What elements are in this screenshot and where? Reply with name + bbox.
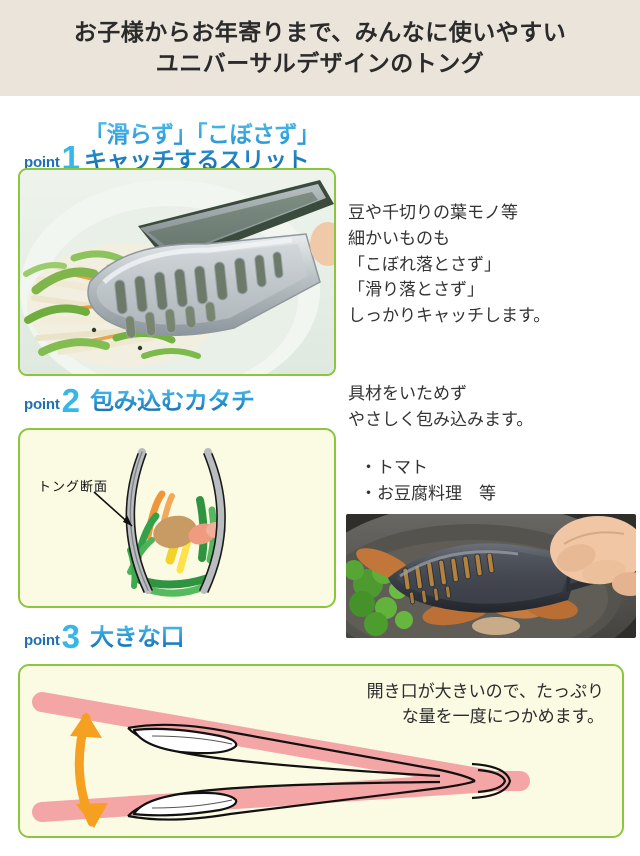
- point-2-cross-section-panel: トング断面: [18, 428, 336, 608]
- point-2-bullet-2: ・お豆腐料理 等: [360, 484, 496, 504]
- point-3-label: point: [24, 632, 60, 650]
- point-2-label: point: [24, 396, 60, 414]
- point-2-bullet-list: ・トマト ・お豆腐料理 等: [360, 455, 496, 508]
- point-1-label: point: [24, 153, 60, 171]
- point-2-photo: [346, 514, 636, 638]
- point-1-title: 「滑らず」「こぼさず」 キャッチするスリット: [84, 122, 320, 174]
- point-2-title: 包み込むカタチ: [84, 389, 255, 416]
- point-1-heading: point 1 「滑らず」「こぼさず」 キャッチするスリット: [24, 122, 320, 174]
- header-title-line-1: お子様からお年寄りまで、みんなに使いやすい: [73, 18, 567, 45]
- tong-cross-section-diagram: [93, 448, 226, 597]
- point-1-number: 1: [61, 139, 81, 177]
- point-2-desc-line-1: 具材をいためず: [348, 384, 467, 403]
- cross-section-label: トング断面: [38, 479, 109, 494]
- point-3-open-mouth-panel: 開き口が大きいので、たっぷり な量を一度につかめます。: [18, 664, 624, 838]
- point-1-desc-line-1: 豆や千切りの葉モノ等: [348, 203, 518, 222]
- point-1-description: 豆や千切りの葉モノ等 細かいものも 「こぼれ落とさず」 「滑り落とさず」 しっか…: [348, 200, 550, 329]
- header-banner: お子様からお年寄りまで、みんなに使いやすい ユニバーサルデザインのトング: [0, 0, 640, 96]
- open-mouth-diagram: [32, 692, 530, 828]
- point-3-heading: point 3 大きな口: [24, 618, 185, 655]
- point-1-desc-line-5: しっかりキャッチします。: [348, 306, 551, 326]
- point-1-photo: [18, 168, 336, 376]
- point-1-title-line-1: 「滑らず」「こぼさず」: [84, 121, 320, 147]
- point-1-desc-line-2: 細かいものも: [348, 228, 450, 248]
- point-3-number: 3: [61, 618, 81, 655]
- header-title-line-2: ユニバーサルデザインのトング: [155, 50, 485, 76]
- sausage-pan-tongs-illustration: [346, 514, 636, 638]
- point-3-caption-line-2: な量を一度につかめます。: [401, 706, 604, 726]
- point-1-desc-line-3: 「こぼれ落とさず」: [348, 254, 501, 274]
- point-3-title: 大きな口: [84, 625, 185, 652]
- point-2-description: 具材をいためず やさしく包み込みます。: [348, 381, 533, 433]
- point-2-heading: point 2 包み込むカタチ: [24, 382, 255, 419]
- point-3-caption: 開き口が大きいので、たっぷり な量を一度につかめます。: [367, 680, 604, 729]
- point-1-desc-line-4: 「滑り落とさず」: [348, 280, 484, 300]
- point-2-bullet-1: ・トマト: [360, 458, 428, 477]
- point-2-desc-line-2: やさしく包み込みます。: [348, 409, 534, 429]
- point-3-caption-line-1: 開き口が大きいので、たっぷり: [366, 682, 604, 701]
- salad-tongs-illustration: [20, 170, 334, 374]
- point-2-number: 2: [61, 382, 81, 419]
